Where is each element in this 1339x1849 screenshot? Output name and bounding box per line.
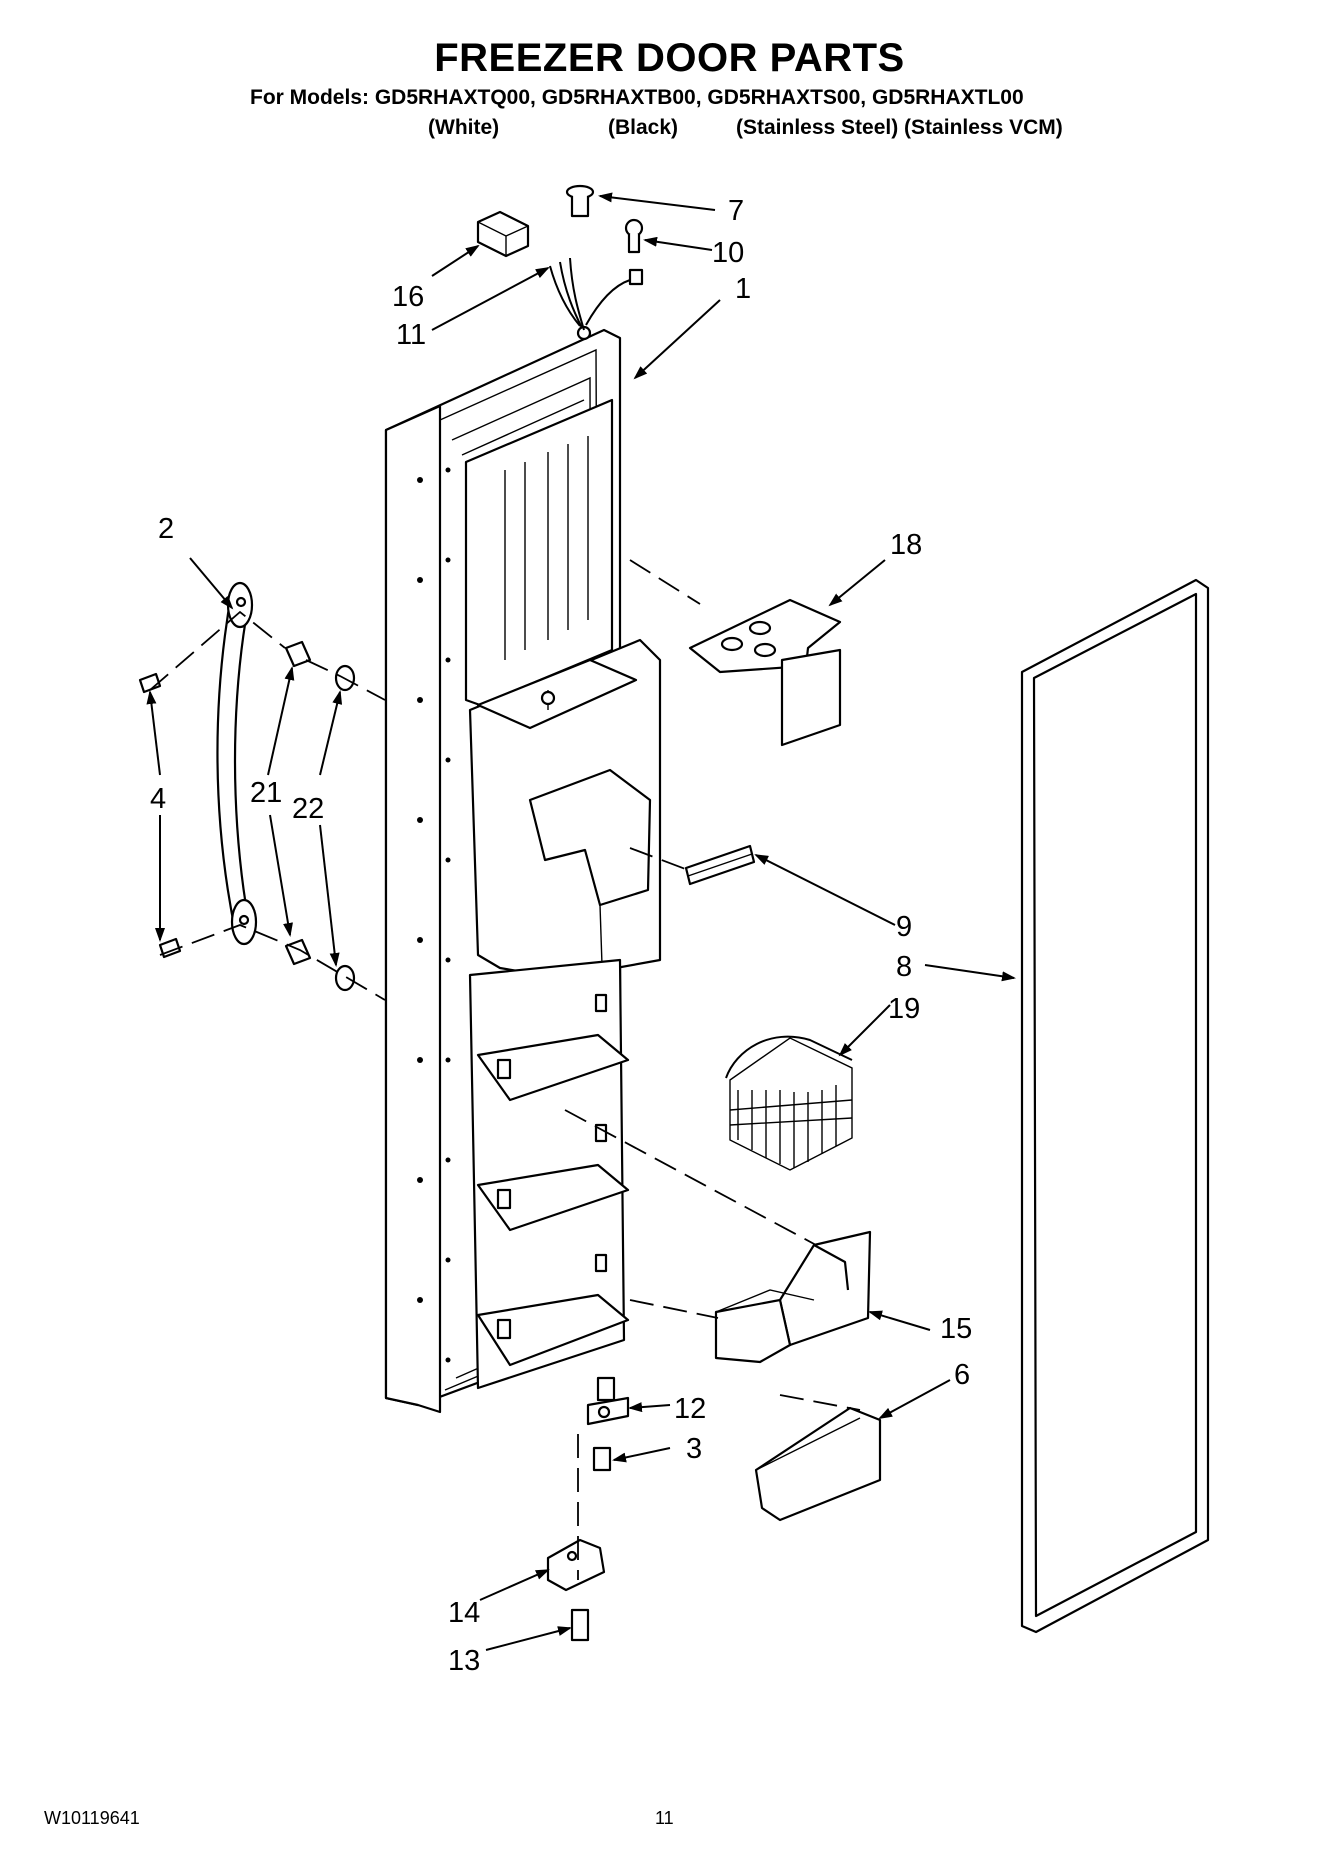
page-number: 11 <box>655 1808 674 1828</box>
callout-2: 2 <box>158 513 174 545</box>
frame-rivet-dots <box>417 467 451 1363</box>
assembly-dashed-lines <box>149 559 861 1580</box>
variant-stainless: (Stainless Steel) (Stainless VCM) <box>736 116 1063 139</box>
page-title: FREEZER DOOR PARTS <box>434 36 905 80</box>
door-gasket-part <box>1020 578 1210 1634</box>
callout-18: 18 <box>890 529 922 561</box>
callout-1: 1 <box>735 273 751 305</box>
bin-part <box>714 1230 872 1364</box>
screw-part <box>624 218 644 254</box>
bin-front-part <box>754 1406 882 1522</box>
connector-part <box>476 210 530 258</box>
variant-white: (White) <box>428 116 500 139</box>
hinge-parts <box>546 1376 630 1642</box>
freezer-door-part <box>384 257 662 1414</box>
door-handle-part <box>216 581 258 946</box>
callout-14: 14 <box>448 1597 480 1629</box>
callout-numbers: 7 10 1 16 11 2 4 21 22 18 9 8 19 15 6 12… <box>150 195 972 1677</box>
cap-screw-part <box>565 184 595 218</box>
callout-7: 7 <box>728 195 744 227</box>
callout-13: 13 <box>448 1645 480 1677</box>
model-list: For Models: GD5RHAXTQ00, GD5RHAXTB00, GD… <box>250 86 1024 109</box>
callout-19: 19 <box>888 993 920 1025</box>
callout-3: 3 <box>686 1433 702 1465</box>
callout-15: 15 <box>940 1313 972 1345</box>
callout-21: 21 <box>250 777 282 809</box>
cover-plate-part <box>688 598 842 747</box>
callout-22: 22 <box>292 793 324 825</box>
variant-black: (Black) <box>608 116 679 139</box>
pad-part <box>684 844 756 886</box>
callout-8: 8 <box>896 951 912 983</box>
wire-basket-part <box>725 1035 853 1171</box>
callout-4: 4 <box>150 783 166 815</box>
callout-16: 16 <box>392 281 424 313</box>
callout-6: 6 <box>954 1359 970 1391</box>
callout-11: 11 <box>396 319 426 351</box>
callout-10: 10 <box>712 237 744 269</box>
callout-9: 9 <box>896 911 912 943</box>
document-number: W10119641 <box>44 1808 140 1828</box>
callout-leader-lines <box>146 192 1016 1651</box>
callout-12: 12 <box>674 1393 706 1425</box>
